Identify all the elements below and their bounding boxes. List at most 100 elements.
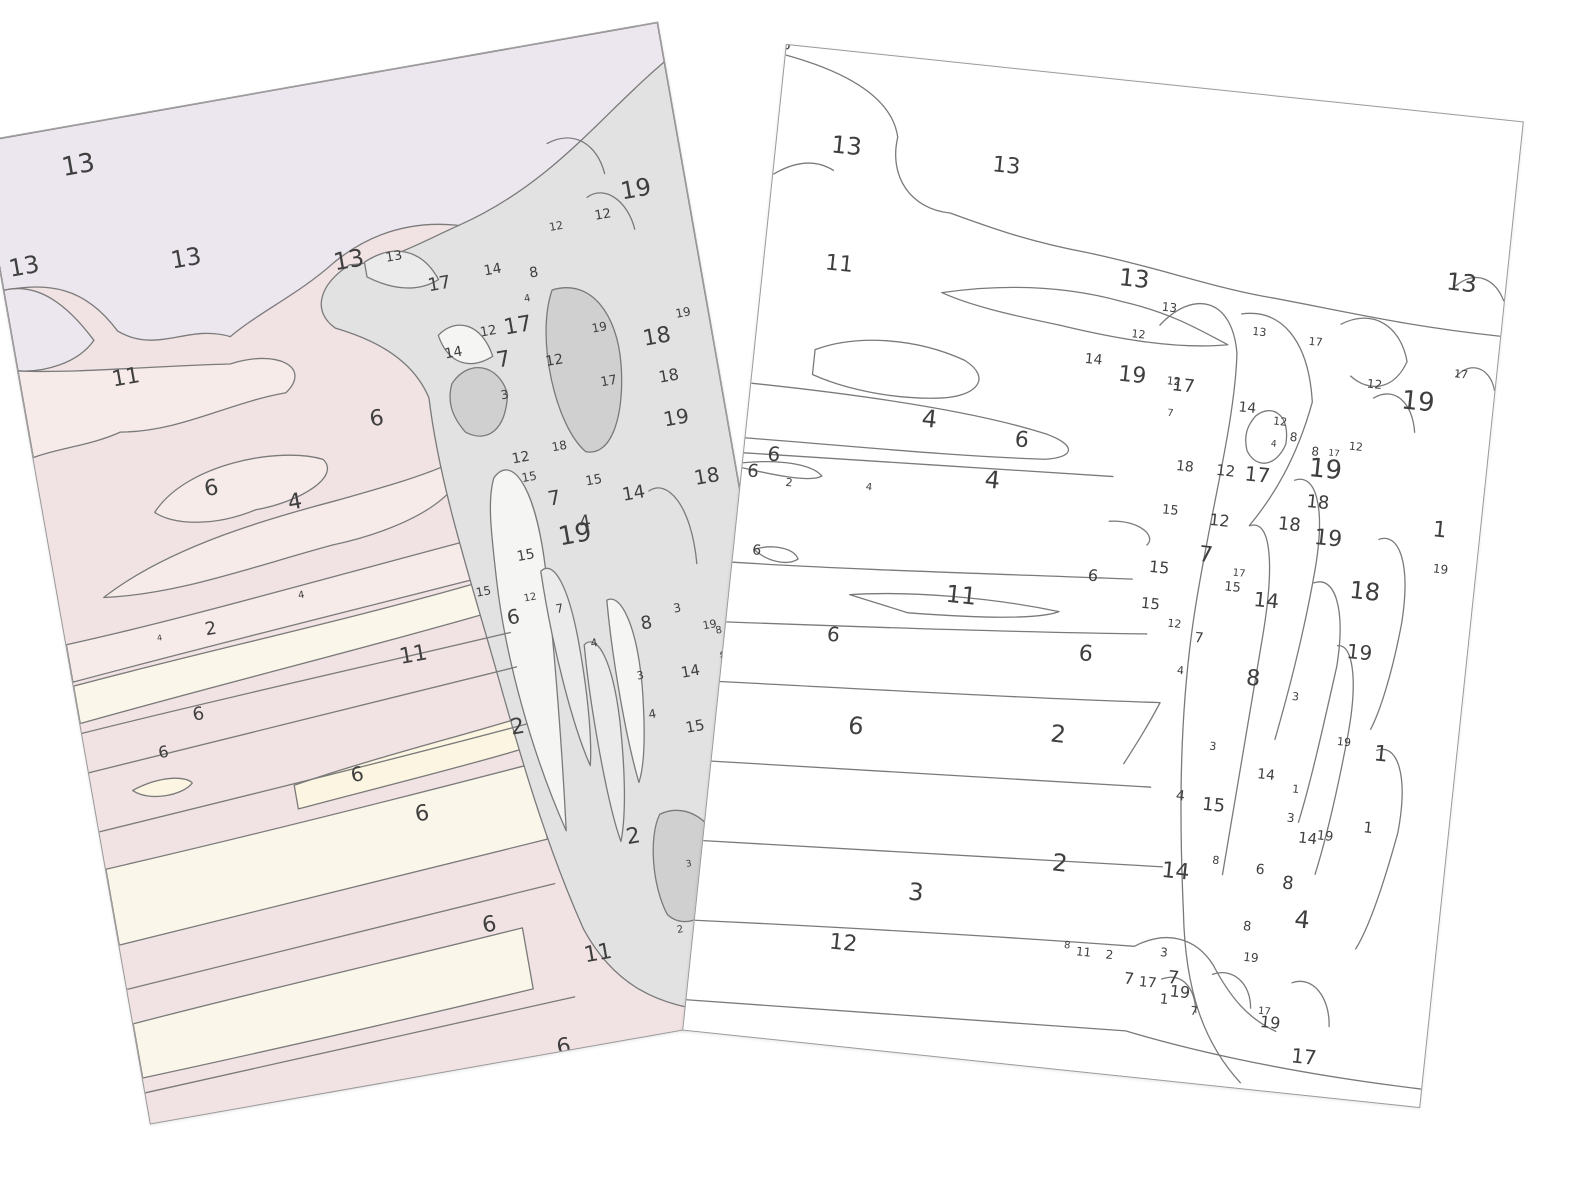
region-number-label: 15 bbox=[1201, 793, 1227, 818]
region-number-label: 13 bbox=[1444, 267, 1479, 299]
region-number-label: 14 bbox=[1256, 766, 1276, 784]
region-number-label: 3 bbox=[906, 877, 926, 907]
region-number-label: 15 bbox=[474, 583, 493, 600]
region-number-label: 13 bbox=[1117, 262, 1151, 294]
region-number-label: 1 bbox=[1291, 782, 1300, 796]
region-number-label: 17 bbox=[1308, 334, 1324, 349]
region-number-label: 8 bbox=[1281, 872, 1295, 895]
region-number-label: 6 bbox=[1077, 641, 1094, 668]
region-number-label: 19 bbox=[1315, 828, 1334, 845]
region-number-label: 8 bbox=[1289, 429, 1299, 445]
region-number-label: 15 bbox=[1223, 579, 1242, 596]
region-number-label: 6 bbox=[1086, 565, 1100, 586]
region-number-label: 13 bbox=[168, 241, 204, 275]
region-number-label: 4 bbox=[1293, 904, 1312, 935]
region-number-label: 6 bbox=[782, 43, 792, 53]
region-number-label: 12 bbox=[1166, 374, 1182, 389]
band-cream bbox=[72, 580, 549, 1079]
region-number-label: 6 bbox=[1013, 426, 1031, 454]
region-number-label: 4 bbox=[865, 481, 873, 494]
region-number-label: 17 bbox=[1289, 1043, 1318, 1070]
region-number-label: 12 bbox=[1272, 414, 1288, 429]
region-number-label: 18 bbox=[550, 437, 569, 455]
region-number-label: 3 bbox=[1159, 944, 1169, 960]
region-number-label: 18 bbox=[640, 322, 673, 352]
region-number-label: 6 bbox=[825, 621, 841, 648]
region-number-label: 15 bbox=[520, 468, 538, 486]
region-number-label: 11 bbox=[109, 363, 142, 393]
region-number-label: 17 bbox=[599, 372, 619, 391]
region-number-label: 17 bbox=[426, 271, 453, 297]
region-number-label: 3 bbox=[1291, 689, 1300, 704]
waterfall-gray bbox=[320, 61, 829, 1013]
upper-cloud-bands bbox=[742, 339, 1114, 480]
region-number-label: 17 bbox=[1232, 567, 1246, 580]
region-number-label: 13 bbox=[991, 152, 1022, 180]
region-number-label: 6 bbox=[751, 541, 763, 559]
region-number-label: 8 bbox=[1063, 939, 1071, 952]
region-number-label: 4 bbox=[1176, 664, 1185, 678]
region-number-label: 18 bbox=[1276, 513, 1302, 537]
region-number-label: 13 bbox=[1251, 325, 1267, 340]
region-number-label: 14 bbox=[620, 481, 647, 506]
region-number-label: 19 bbox=[674, 304, 692, 321]
region-number-label: 14 bbox=[1252, 586, 1281, 613]
region-number-label: 1 bbox=[1362, 818, 1374, 838]
region-number-label: 4 bbox=[983, 464, 1002, 495]
region-number-label: 19 bbox=[1307, 452, 1344, 486]
region-number-label: 12 bbox=[1166, 616, 1183, 631]
sheet-outlines bbox=[81, 137, 698, 1094]
region-number-label: 17 bbox=[501, 311, 534, 341]
region-number-label: 12 bbox=[510, 448, 531, 468]
region-number-label: 3 bbox=[1286, 810, 1296, 825]
region-number-label: 12 bbox=[593, 206, 613, 224]
region-number-label: 13 bbox=[829, 129, 864, 161]
region-number-label: 12 bbox=[1130, 326, 1147, 342]
region-number-label: 14 bbox=[1237, 399, 1258, 417]
region-number-label: 19 bbox=[1242, 950, 1260, 966]
bottom-pool-curves bbox=[1125, 937, 1422, 1090]
region-number-label: 19 bbox=[556, 517, 594, 553]
region-number-label: 2 bbox=[784, 476, 794, 490]
region-number-label: 14 bbox=[1083, 350, 1104, 369]
region-number-label: 12 bbox=[478, 322, 498, 341]
region-number-label: 11 bbox=[582, 938, 614, 969]
region-number-label: 8 bbox=[1211, 853, 1221, 868]
region-number-label: 15 bbox=[584, 471, 604, 490]
region-number-label: 15 bbox=[515, 546, 536, 566]
lower-bands bbox=[686, 520, 1163, 1032]
region-number-label: 19 bbox=[590, 319, 609, 336]
region-number-label: 6 bbox=[746, 460, 760, 483]
region-number-label: 14 bbox=[482, 260, 503, 280]
region-number-label: 18 bbox=[1175, 458, 1195, 477]
region-number-label: 15 bbox=[1139, 593, 1161, 614]
region-number-label: 15 bbox=[1161, 502, 1180, 520]
region-number-label: 17 bbox=[1243, 461, 1272, 489]
region-number-label: 3 bbox=[1208, 739, 1217, 754]
region-number-label: 17 bbox=[1453, 366, 1469, 382]
region-number-label: 19 bbox=[1259, 1012, 1282, 1034]
region-number-label: 13 bbox=[331, 243, 367, 277]
region-number-label: 17 bbox=[1138, 974, 1158, 992]
region-number-label: 1 bbox=[1158, 990, 1170, 1008]
region-number-label: 19 bbox=[618, 172, 654, 206]
top-sky-curves bbox=[772, 54, 1501, 347]
region-number-label: 18 bbox=[657, 364, 681, 387]
region-number-label: 2 bbox=[1049, 719, 1068, 749]
lineart-sheet-outlines bbox=[686, 54, 1505, 1090]
region-number-label: 12 bbox=[548, 218, 565, 234]
region-number-label: 11 bbox=[944, 579, 978, 611]
region-number-label: 4 bbox=[1270, 439, 1278, 450]
region-number-label: 2 bbox=[1050, 847, 1069, 878]
region-number-label: 12 bbox=[1208, 510, 1231, 532]
region-number-label: 15 bbox=[1148, 556, 1171, 578]
region-number-label: 14 bbox=[679, 660, 702, 682]
region-number-label: 7 bbox=[1197, 542, 1215, 569]
region-number-label: 13 bbox=[6, 249, 42, 283]
region-number-label: 6 bbox=[1254, 861, 1266, 879]
region-number-label: 11 bbox=[397, 640, 430, 670]
region-number-label: 14 bbox=[1297, 828, 1319, 849]
region-number-label: 19 bbox=[1116, 361, 1148, 390]
region-number-label: 19 bbox=[1345, 638, 1374, 666]
